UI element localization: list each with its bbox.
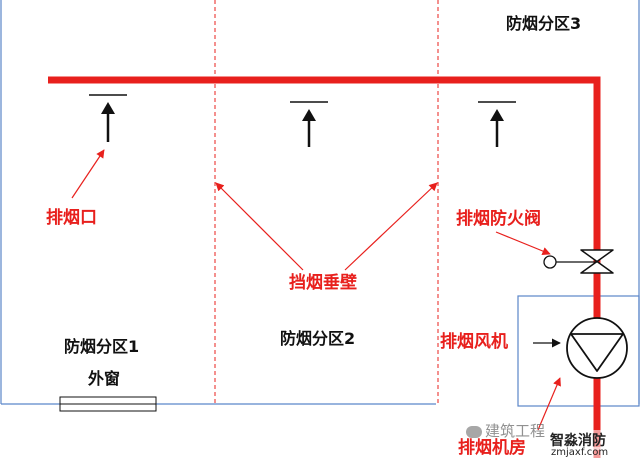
fan-room-box: [517, 295, 640, 407]
curtain-pointer-left: [215, 182, 304, 271]
exhaust-fan-label: 排烟风机: [440, 332, 508, 352]
fire-damper: [543, 249, 614, 274]
centrifugal-fan-icon: [570, 333, 624, 372]
up-arrow-icon: [101, 102, 115, 114]
zone-3-label: 防烟分区3: [506, 14, 582, 33]
outlet-pointer: [71, 149, 105, 199]
fan-room-label: 排烟机房: [458, 438, 526, 458]
smoke-curtain-label: 挡烟垂壁: [289, 273, 357, 293]
watermark-domain: zmjaxf.com: [551, 447, 609, 458]
smoke-outlet-3: [478, 101, 516, 147]
leader-arrows: [71, 149, 561, 431]
zone-1-label: 防烟分区1: [64, 337, 140, 356]
exhaust-fan: [566, 317, 628, 379]
watermark-account: 建筑工程: [466, 420, 545, 441]
fire-damper-label: 排烟防火阀: [456, 209, 541, 229]
window-label: 外窗: [88, 369, 121, 388]
smoke-outlet-1: [89, 94, 127, 142]
wechat-icon: [466, 425, 482, 438]
smoke-outlet-label: 排烟口: [46, 208, 97, 228]
watermark-brand: 智淼消防: [550, 430, 606, 450]
fan-room-pointer: [537, 377, 561, 431]
zone-2-label: 防烟分区2: [280, 329, 356, 348]
smoke-outlet-2: [290, 101, 328, 147]
up-arrow-icon: [302, 109, 316, 121]
up-arrow-icon: [490, 109, 504, 121]
curtain-pointer-right: [344, 182, 438, 271]
damper-pointer: [495, 231, 551, 256]
